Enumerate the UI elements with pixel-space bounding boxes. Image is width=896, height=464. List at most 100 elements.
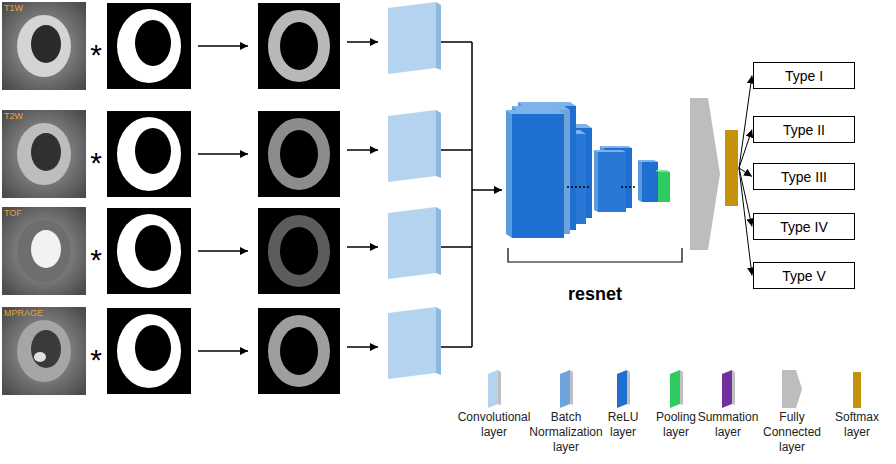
legend-item: ReLU layer — [602, 366, 644, 440]
input-row — [2, 110, 472, 198]
legend-item: Pooling layer — [652, 366, 700, 440]
multiply-symbol: * — [90, 245, 102, 275]
conv-layer — [388, 110, 441, 182]
mask-image — [107, 208, 191, 294]
mask-image-part — [107, 111, 191, 197]
legend-swatch — [670, 370, 680, 408]
masked-image-part — [274, 124, 324, 184]
fully-connected-layer — [690, 98, 720, 250]
mri-image-part — [17, 123, 71, 185]
mri-image — [2, 2, 86, 90]
resnet-block-part — [638, 160, 642, 202]
flow-arrow — [347, 41, 378, 43]
mri-image-part — [31, 230, 61, 268]
output-arrows-part — [739, 168, 752, 276]
legend-item: Summation layer — [696, 366, 760, 440]
legend-swatch — [488, 370, 498, 408]
mri-image-part — [34, 352, 46, 362]
conv-layer — [388, 307, 441, 379]
legend-item: Batch Normalization layer — [526, 366, 606, 455]
masked-image — [258, 3, 340, 89]
resnet-block — [506, 102, 576, 238]
legend-swatch — [782, 370, 802, 408]
legend-swatch-side — [732, 370, 735, 405]
sequence-label: T1W — [4, 4, 23, 13]
legend-swatch — [722, 370, 732, 408]
multiply-symbol: * — [90, 40, 102, 70]
resnet-block-part — [600, 146, 632, 148]
ellipsis-dots-part — [583, 186, 585, 188]
conv-layer-part — [388, 307, 436, 379]
ellipsis-dots — [621, 186, 635, 188]
flow-arrow — [198, 250, 248, 252]
legend-swatch-side — [570, 370, 573, 405]
ellipsis-dots-part — [579, 186, 581, 188]
mri-image-part — [17, 320, 71, 382]
output-class-box: Type V — [753, 262, 855, 289]
pooling-layer-part — [655, 170, 670, 172]
output-arrows — [739, 76, 752, 276]
legend-icon — [652, 366, 700, 410]
resnet-block-part — [506, 110, 512, 238]
mri-image-part — [31, 133, 61, 171]
masked-image-part — [274, 221, 324, 281]
mri-image-part — [2, 207, 86, 295]
masked-image-part — [258, 208, 340, 294]
resnet-block-part — [512, 106, 570, 110]
legend-item: Convolutional layer — [454, 366, 534, 440]
mask-image-part — [107, 208, 191, 294]
bracket — [508, 248, 682, 262]
mask-image-part — [135, 128, 171, 174]
ellipsis-dots-part — [625, 186, 627, 188]
mask-image-part — [117, 314, 181, 388]
merge-wire — [441, 246, 472, 248]
legend-icon — [454, 366, 534, 410]
legend-swatch — [560, 370, 570, 408]
mri-image-part — [2, 307, 86, 395]
flow-arrow — [198, 153, 248, 155]
resnet-block-part — [598, 152, 626, 212]
mask-image — [107, 3, 191, 89]
flow-arrow — [198, 45, 248, 47]
mri-image-part — [31, 330, 61, 368]
conv-layer — [388, 207, 441, 279]
ellipsis-dots-part — [567, 186, 569, 188]
legend-swatch-side — [498, 370, 501, 405]
multiply-symbol: * — [90, 345, 102, 375]
mri-image-part — [2, 2, 86, 90]
legend-icon — [526, 366, 606, 410]
ellipsis-dots-part — [621, 186, 623, 188]
class-name: Type II — [783, 122, 825, 138]
merge-wire — [441, 41, 472, 43]
input-row — [2, 207, 472, 295]
mask-image-part — [117, 214, 181, 288]
legend-text: Summation layer — [696, 410, 760, 440]
legend-text: Convolutional layer — [454, 410, 534, 440]
mask-image-part — [135, 325, 171, 371]
class-name: Type I — [785, 68, 823, 84]
legend-icon — [696, 366, 760, 410]
legend-swatch — [617, 370, 627, 408]
legend-swatch-side — [627, 370, 630, 405]
legend-swatch-side — [680, 370, 683, 405]
flow-arrow — [347, 346, 378, 348]
legend-icon — [831, 366, 883, 410]
legend-icon — [602, 366, 644, 410]
input-row — [2, 307, 472, 395]
merge-wire — [441, 149, 472, 151]
legend-text: Softmax layer — [831, 410, 883, 440]
masked-image — [258, 208, 340, 294]
class-name: Type IV — [780, 219, 827, 235]
mri-image-part — [2, 110, 86, 198]
legend-icon — [761, 366, 823, 410]
mri-image-part — [31, 25, 61, 63]
merge-wire — [441, 346, 472, 348]
legend-item: Fully Connected layer — [761, 366, 823, 455]
class-name: Type V — [782, 268, 826, 284]
resnet-block-part — [518, 102, 576, 106]
ellipsis-dots-part — [633, 186, 635, 188]
mask-image — [107, 308, 191, 394]
legend-text: ReLU layer — [602, 410, 644, 440]
conv-layer-part — [436, 2, 441, 70]
sequence-label: T2W — [4, 112, 23, 121]
